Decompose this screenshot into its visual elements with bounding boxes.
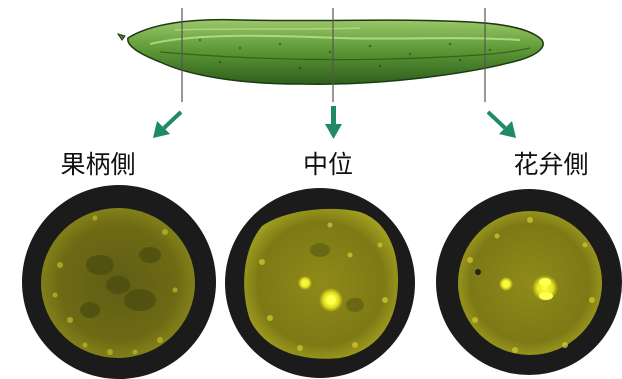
slice-flower-side: [436, 189, 622, 375]
label-flower-side: 花弁側: [491, 150, 611, 180]
arrow-down-icon: [325, 106, 342, 139]
arrow-down-right-icon: [488, 112, 516, 138]
label-stem-side: 果柄側: [38, 150, 158, 180]
label-middle: 中位: [268, 150, 388, 180]
arrow-down-left-icon: [153, 112, 181, 138]
slice-middle: [225, 188, 415, 378]
slice-stem-side: [22, 185, 216, 379]
